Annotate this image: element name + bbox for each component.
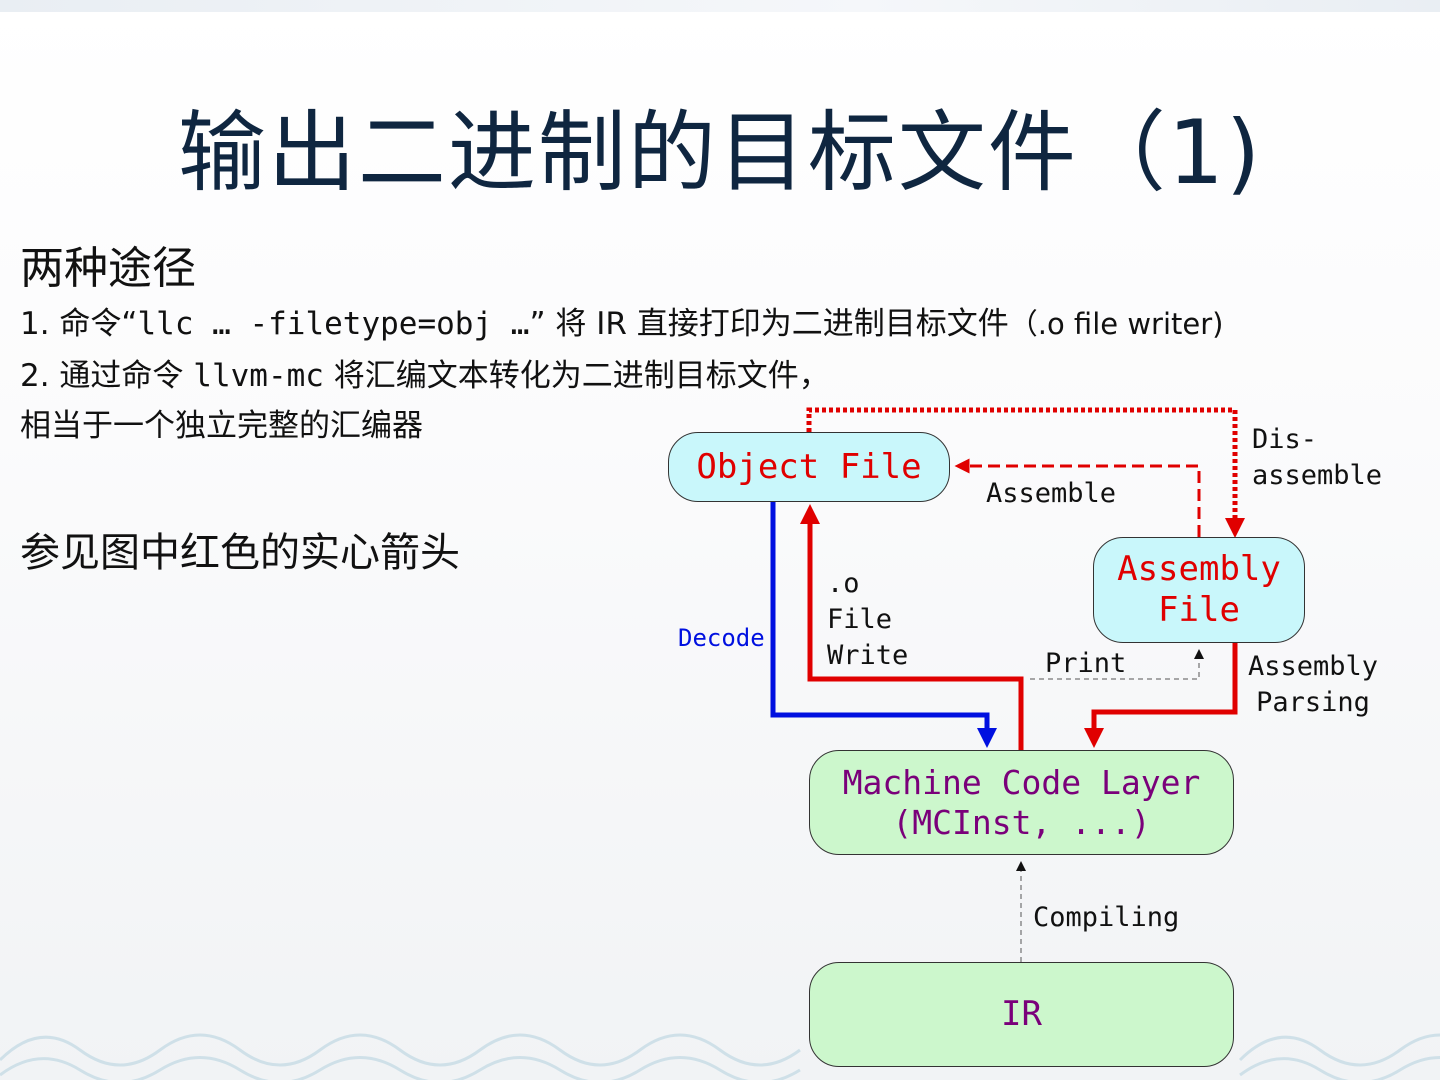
item-1-prefix: 1. 命令“: [20, 306, 138, 342]
disassemble-label-line1: Dis-: [1252, 424, 1318, 455]
item-1: 1. 命令“llc … -filetype=obj …” 将 IR 直接打印为二…: [20, 298, 1223, 343]
top-bar: [0, 0, 1440, 12]
item-2-code: llvm-mc: [193, 358, 324, 394]
assembly-parsing-label: Assembly Parsing: [1248, 649, 1378, 721]
machine-code-layer-node: Machine Code Layer (MCInst, ...): [809, 750, 1234, 855]
ir-label: IR: [1001, 994, 1042, 1035]
item-1-suffix: （.o file writer): [1008, 307, 1224, 341]
item-1-code: llc … -filetype=obj …: [137, 306, 530, 342]
print-arrow: [1030, 649, 1204, 680]
machine-code-label-line1: Machine Code Layer: [842, 762, 1201, 802]
assembly-parsing-arrow: [1084, 643, 1238, 748]
decode-arrow: [770, 501, 997, 748]
o-file-write-line1: .o: [827, 568, 860, 599]
assemble-arrow: [954, 458, 1201, 537]
item-2-prefix: 2. 通过命令: [20, 358, 194, 394]
o-file-write-line3: Write: [827, 640, 909, 671]
o-file-write-line2: File: [827, 604, 893, 635]
decode-label: Decode: [678, 624, 765, 652]
assembly-file-label-line1: Assembly: [1117, 549, 1281, 590]
assembly-parsing-line1: Assembly: [1248, 651, 1379, 682]
item-2: 2. 通过命令 llvm-mc 将汇编文本转化为二进制目标文件，: [20, 350, 830, 395]
item-1-middle: ” 将 IR 直接打印为二进制目标文件: [529, 306, 1009, 342]
disassemble-label-line2: assemble: [1252, 460, 1383, 491]
o-file-write-arrow: [800, 504, 1024, 750]
disassemble-label: Dis- assemble: [1252, 422, 1382, 494]
item-2-suffix: 将汇编文本转化为二进制目标文件，: [323, 358, 830, 394]
machine-code-label-line2: (MCInst, ...): [892, 802, 1151, 842]
reference-note: 参见图中红色的实心箭头: [20, 530, 460, 576]
object-file-node: Object File: [668, 432, 950, 502]
print-label: Print: [1045, 648, 1127, 679]
slide-title: 输出二进制的目标文件（1): [177, 101, 1263, 204]
subheading: 两种途径: [20, 243, 196, 294]
disassemble-arrow: [806, 407, 1245, 538]
object-file-label: Object File: [696, 446, 922, 487]
assembly-file-label-line2: File: [1158, 590, 1240, 630]
assemble-label: Assemble: [986, 478, 1117, 509]
ir-node: IR: [809, 962, 1234, 1067]
assembly-parsing-line2: Parsing: [1256, 687, 1370, 718]
wave-decoration: [0, 1033, 1440, 1080]
item-2-continuation: 相当于一个独立完整的汇编器: [20, 408, 423, 444]
compiling-label: Compiling: [1033, 902, 1180, 933]
o-file-write-label: .o File Write: [827, 566, 908, 674]
assembly-file-node: Assembly File: [1093, 537, 1305, 643]
